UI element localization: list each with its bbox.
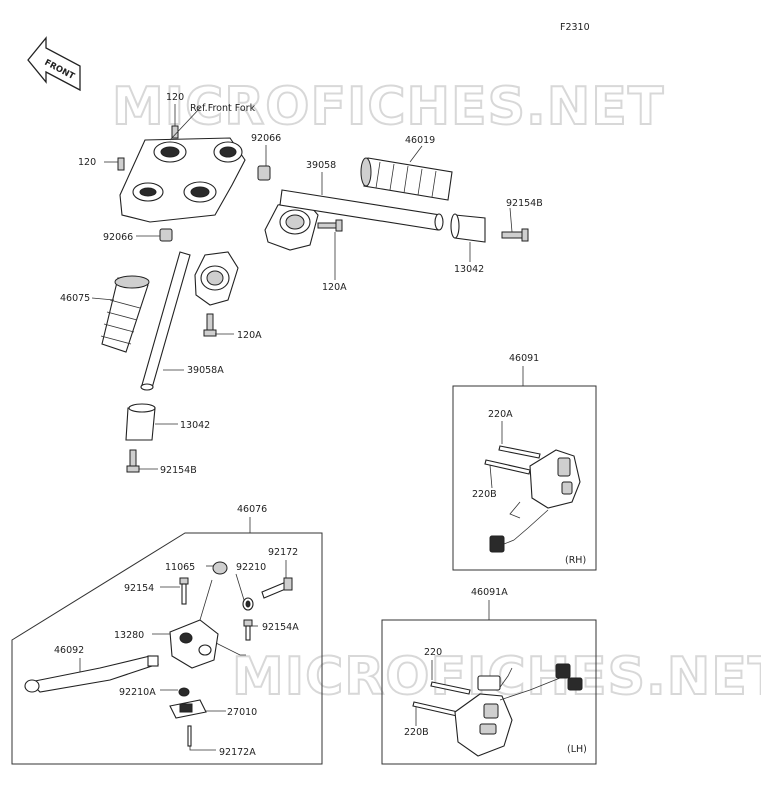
lh-switch-housing (454, 663, 583, 757)
plug-92066-left (159, 228, 173, 242)
washer-92210 (242, 597, 254, 611)
label-92210: 92210 (236, 562, 266, 573)
label-13042-low: 13042 (180, 420, 210, 431)
label-92154B-low: 92154B (160, 465, 197, 476)
lever-46092 (24, 655, 160, 693)
left-grip (100, 275, 150, 353)
right-grip (360, 157, 453, 201)
bar-end-weight-top (450, 213, 486, 243)
label-39058: 39058 (306, 160, 336, 171)
left-handlebar-clamp (194, 251, 239, 306)
bolt-120A-mid (317, 219, 343, 232)
label-92066-top: 92066 (251, 133, 281, 144)
right-handlebar-tube (279, 189, 444, 231)
lh-switch-box (381, 619, 597, 765)
bolt-120A-low (203, 313, 217, 337)
label-220A: 220A (488, 409, 513, 420)
figure-code: F2310 (560, 22, 590, 33)
bolt-92154 (179, 577, 189, 605)
bolt-92172 (261, 577, 293, 599)
label-46091: 46091 (509, 353, 539, 364)
label-220: 220 (424, 647, 442, 658)
top-triple-clamp (119, 137, 246, 223)
clutch-lever-holder-13280 (169, 619, 219, 669)
label-120A-mid: 120A (322, 282, 347, 293)
dust-cap-11065 (212, 561, 228, 575)
label-46019: 46019 (405, 135, 435, 146)
switch-27010 (169, 699, 207, 719)
screw-220A (498, 445, 541, 459)
screw-92154B-low (126, 449, 140, 473)
label-120-top: 120 (166, 92, 184, 103)
right-handlebar-clamp (264, 199, 319, 251)
bar-end-weight-low (125, 403, 156, 441)
label-120A-low: 120A (237, 330, 262, 341)
label-92172: 92172 (268, 547, 298, 558)
label-13042-top: 13042 (454, 264, 484, 275)
screw-92172A (187, 725, 192, 747)
screw-220 (430, 681, 471, 695)
label-46091A: 46091A (471, 587, 508, 598)
left-handlebar-tube (140, 251, 191, 391)
label-92154A: 92154A (262, 622, 299, 633)
ref-front-fork: Ref.Front Fork (190, 103, 256, 114)
label-46092: 46092 (54, 645, 84, 656)
nut-92210A (178, 687, 190, 697)
label-92210A: 92210A (119, 687, 156, 698)
label-92154: 92154 (124, 583, 154, 594)
screw-92154A (243, 619, 253, 641)
rh-switch-box (452, 385, 597, 571)
label-39058A: 39058A (187, 365, 224, 376)
bolt-120-left (117, 157, 125, 171)
label-13280: 13280 (114, 630, 144, 641)
label-46076: 46076 (237, 504, 267, 515)
label-92066-left: 92066 (103, 232, 133, 243)
label-120-left: 120 (78, 157, 96, 168)
label-46075: 46075 (60, 293, 90, 304)
screw-92154B-top (501, 228, 529, 242)
label-27010: 27010 (227, 707, 257, 718)
front-arrow-icon: FRONT (27, 36, 81, 92)
label-11065: 11065 (165, 562, 195, 573)
plug-92066-top (257, 165, 271, 181)
lh-tag: (LH) (567, 744, 587, 755)
label-92172A: 92172A (219, 747, 256, 758)
label-220B-lh: 220B (404, 727, 429, 738)
screw-220B-rh (484, 459, 531, 475)
rh-tag: (RH) (565, 555, 586, 566)
rh-switch-housing (489, 449, 581, 553)
label-92154B-top: 92154B (506, 198, 543, 209)
label-220B-rh: 220B (472, 489, 497, 500)
lever-assembly-box (11, 532, 323, 765)
watermark-top: MICROFICHES.NET (112, 77, 664, 137)
